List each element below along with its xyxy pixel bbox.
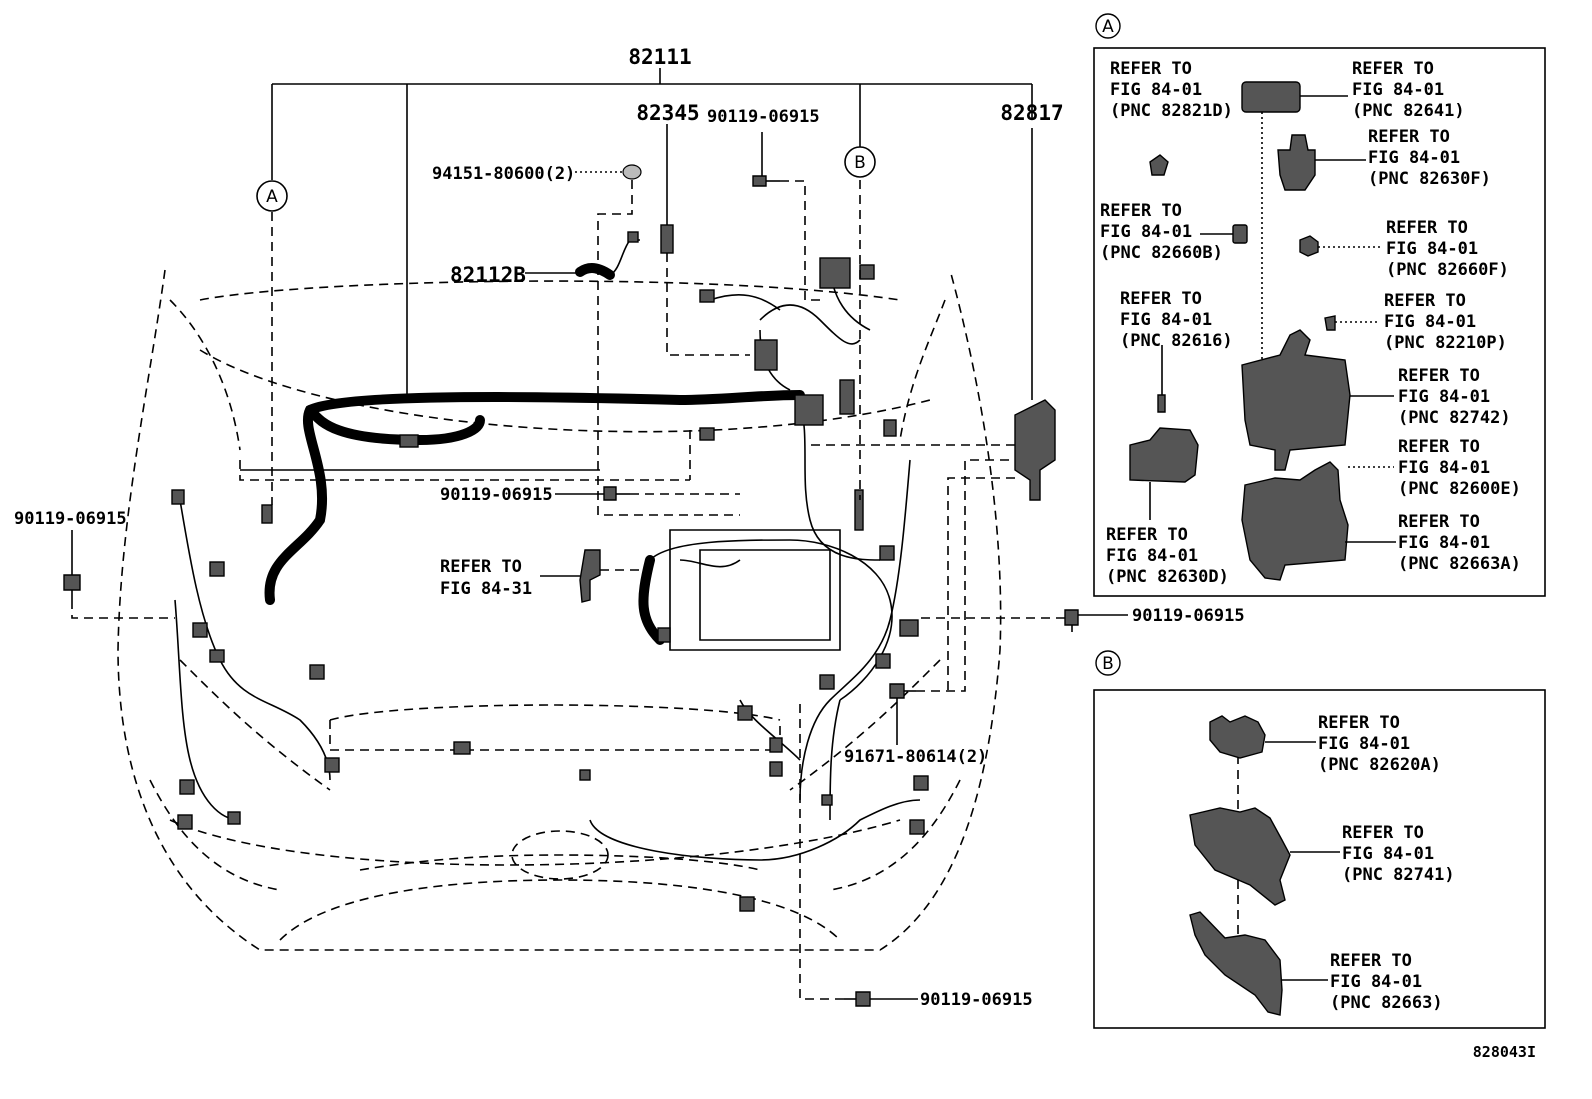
panel-a-item-82663A[interactable]: REFER TO FIG 84-01 (PNC 82663A) bbox=[1398, 512, 1521, 574]
panel-a-item-82660B[interactable]: REFER TO FIG 84-01 (PNC 82660B) bbox=[1100, 201, 1223, 263]
label-bolt-center[interactable]: 90119-06915 bbox=[440, 485, 553, 505]
svg-text:B: B bbox=[854, 153, 866, 173]
svg-text:FIG 84-01: FIG 84-01 bbox=[1398, 458, 1490, 478]
connector-82345 bbox=[660, 224, 674, 254]
svg-text:REFER TO: REFER TO bbox=[1110, 59, 1192, 79]
label-82112B[interactable]: 82112B bbox=[450, 263, 526, 287]
svg-text:FIG 84-01: FIG 84-01 bbox=[1318, 734, 1410, 754]
panel-a-item-82630F[interactable]: REFER TO FIG 84-01 (PNC 82630F) bbox=[1368, 127, 1491, 189]
bolt-icon-right bbox=[1064, 609, 1079, 632]
label-clip-94151[interactable]: 94151-80600(2) bbox=[432, 164, 575, 184]
svg-text:FIG 84-01: FIG 84-01 bbox=[1398, 533, 1490, 553]
label-refer-84-31-line2[interactable]: FIG 84-31 bbox=[440, 579, 532, 599]
panel-b-item-82741[interactable]: REFER TO FIG 84-01 (PNC 82741) bbox=[1342, 823, 1455, 885]
svg-text:REFER TO: REFER TO bbox=[1330, 951, 1412, 971]
svg-text:REFER TO: REFER TO bbox=[1106, 525, 1188, 545]
svg-text:B: B bbox=[1102, 654, 1114, 674]
clip-icon-94151 bbox=[622, 164, 642, 180]
svg-text:FIG 84-01: FIG 84-01 bbox=[1368, 148, 1460, 168]
label-82111[interactable]: 82111 bbox=[628, 45, 691, 69]
label-82345[interactable]: 82345 bbox=[636, 101, 699, 125]
svg-text:(PNC 82663): (PNC 82663) bbox=[1330, 993, 1443, 1013]
svg-text:FIG 84-01: FIG 84-01 bbox=[1352, 80, 1444, 100]
leader-lines bbox=[71, 68, 1128, 1000]
panel-b-item-82663[interactable]: REFER TO FIG 84-01 (PNC 82663) bbox=[1330, 951, 1443, 1013]
detail-panel-a: A REFER TO FIG 84-01 (PNC 82821D) REFER bbox=[1093, 13, 1546, 597]
svg-text:(PNC 82616): (PNC 82616) bbox=[1120, 331, 1233, 351]
svg-text:REFER TO: REFER TO bbox=[1398, 512, 1480, 532]
svg-text:(PNC 82663A): (PNC 82663A) bbox=[1398, 554, 1521, 574]
svg-text:(PNC 82210P): (PNC 82210P) bbox=[1384, 333, 1507, 353]
svg-text:FIG 84-01: FIG 84-01 bbox=[1110, 80, 1202, 100]
svg-text:REFER TO: REFER TO bbox=[1384, 291, 1466, 311]
nut-icon-91671 bbox=[889, 683, 916, 699]
label-nut-91671[interactable]: 91671-80614(2) bbox=[844, 747, 987, 767]
panel-a-item-82600E[interactable]: REFER TO FIG 84-01 (PNC 82600E) bbox=[1398, 437, 1521, 499]
svg-text:FIG 84-01: FIG 84-01 bbox=[1384, 312, 1476, 332]
svg-text:FIG 84-01: FIG 84-01 bbox=[1398, 387, 1490, 407]
svg-text:REFER TO: REFER TO bbox=[1398, 437, 1480, 457]
svg-text:(PNC 82741): (PNC 82741) bbox=[1342, 865, 1455, 885]
svg-text:(PNC 82660B): (PNC 82660B) bbox=[1100, 243, 1223, 263]
label-bolt-right[interactable]: 90119-06915 bbox=[1132, 606, 1245, 626]
label-refer-84-31-line1[interactable]: REFER TO bbox=[440, 557, 522, 577]
label-bolt-bottom[interactable]: 90119-06915 bbox=[920, 990, 1033, 1010]
svg-text:REFER TO: REFER TO bbox=[1352, 59, 1434, 79]
svg-text:(PNC 82630D): (PNC 82630D) bbox=[1106, 567, 1229, 587]
bracket-fig-84-31 bbox=[579, 549, 601, 603]
panel-a-item-82660F[interactable]: REFER TO FIG 84-01 (PNC 82660F) bbox=[1386, 218, 1509, 280]
callout-a-marker: A bbox=[256, 180, 288, 212]
svg-text:A: A bbox=[1102, 17, 1114, 37]
panel-a-item-82616[interactable]: REFER TO FIG 84-01 (PNC 82616) bbox=[1120, 289, 1233, 351]
panel-a-item-82210P[interactable]: REFER TO FIG 84-01 (PNC 82210P) bbox=[1384, 291, 1507, 353]
svg-text:REFER TO: REFER TO bbox=[1386, 218, 1468, 238]
label-82817[interactable]: 82817 bbox=[1000, 101, 1063, 125]
panel-a-item-82641[interactable]: REFER TO FIG 84-01 (PNC 82641) bbox=[1352, 59, 1465, 121]
relay-block-82817 bbox=[1014, 399, 1056, 501]
svg-text:FIG 84-01: FIG 84-01 bbox=[1120, 310, 1212, 330]
svg-text:REFER TO: REFER TO bbox=[1342, 823, 1424, 843]
svg-text:(PNC 82742): (PNC 82742) bbox=[1398, 408, 1511, 428]
panel-a-item-82742[interactable]: REFER TO FIG 84-01 (PNC 82742) bbox=[1398, 366, 1511, 428]
sub-harness-82112B bbox=[575, 231, 640, 280]
bolt-icon-top bbox=[752, 175, 780, 187]
svg-text:(PNC 82620A): (PNC 82620A) bbox=[1318, 755, 1441, 775]
svg-text:REFER TO: REFER TO bbox=[1398, 366, 1480, 386]
panel-a-item-82630D[interactable]: REFER TO FIG 84-01 (PNC 82630D) bbox=[1106, 525, 1229, 587]
label-bolt-top[interactable]: 90119-06915 bbox=[707, 107, 820, 127]
bolt-icon-left bbox=[63, 574, 81, 600]
svg-text:A: A bbox=[266, 187, 278, 207]
svg-text:(PNC 82660F): (PNC 82660F) bbox=[1386, 260, 1509, 280]
svg-text:REFER TO: REFER TO bbox=[1318, 713, 1400, 733]
svg-text:FIG 84-01: FIG 84-01 bbox=[1386, 239, 1478, 259]
panel-b-item-82620A[interactable]: REFER TO FIG 84-01 (PNC 82620A) bbox=[1318, 713, 1441, 775]
svg-text:REFER TO: REFER TO bbox=[1120, 289, 1202, 309]
vehicle-body-outline bbox=[117, 269, 1002, 951]
bolt-icon-bottom bbox=[844, 991, 871, 1007]
callout-b-marker: B bbox=[844, 146, 876, 178]
bolt-icon-center bbox=[603, 486, 630, 501]
svg-text:FIG 84-01: FIG 84-01 bbox=[1342, 844, 1434, 864]
diagram-code: 828043I bbox=[1473, 1043, 1536, 1061]
detail-panel-b: B REFER TO FIG 84-01 (PNC 82620A) REFER … bbox=[1093, 650, 1546, 1029]
svg-text:FIG 84-01: FIG 84-01 bbox=[1106, 546, 1198, 566]
svg-text:(PNC 82600E): (PNC 82600E) bbox=[1398, 479, 1521, 499]
svg-text:(PNC 82641): (PNC 82641) bbox=[1352, 101, 1465, 121]
svg-text:FIG 84-01: FIG 84-01 bbox=[1330, 972, 1422, 992]
svg-text:FIG 84-01: FIG 84-01 bbox=[1100, 222, 1192, 242]
svg-text:(PNC 82821D): (PNC 82821D) bbox=[1110, 101, 1233, 121]
svg-text:REFER TO: REFER TO bbox=[1368, 127, 1450, 147]
label-bolt-left[interactable]: 90119-06915 bbox=[14, 509, 127, 529]
engine-wire-harness bbox=[171, 257, 929, 912]
svg-text:(PNC 82630F): (PNC 82630F) bbox=[1368, 169, 1491, 189]
panel-a-item-82821D[interactable]: REFER TO FIG 84-01 (PNC 82821D) bbox=[1110, 59, 1233, 121]
svg-text:REFER TO: REFER TO bbox=[1100, 201, 1182, 221]
